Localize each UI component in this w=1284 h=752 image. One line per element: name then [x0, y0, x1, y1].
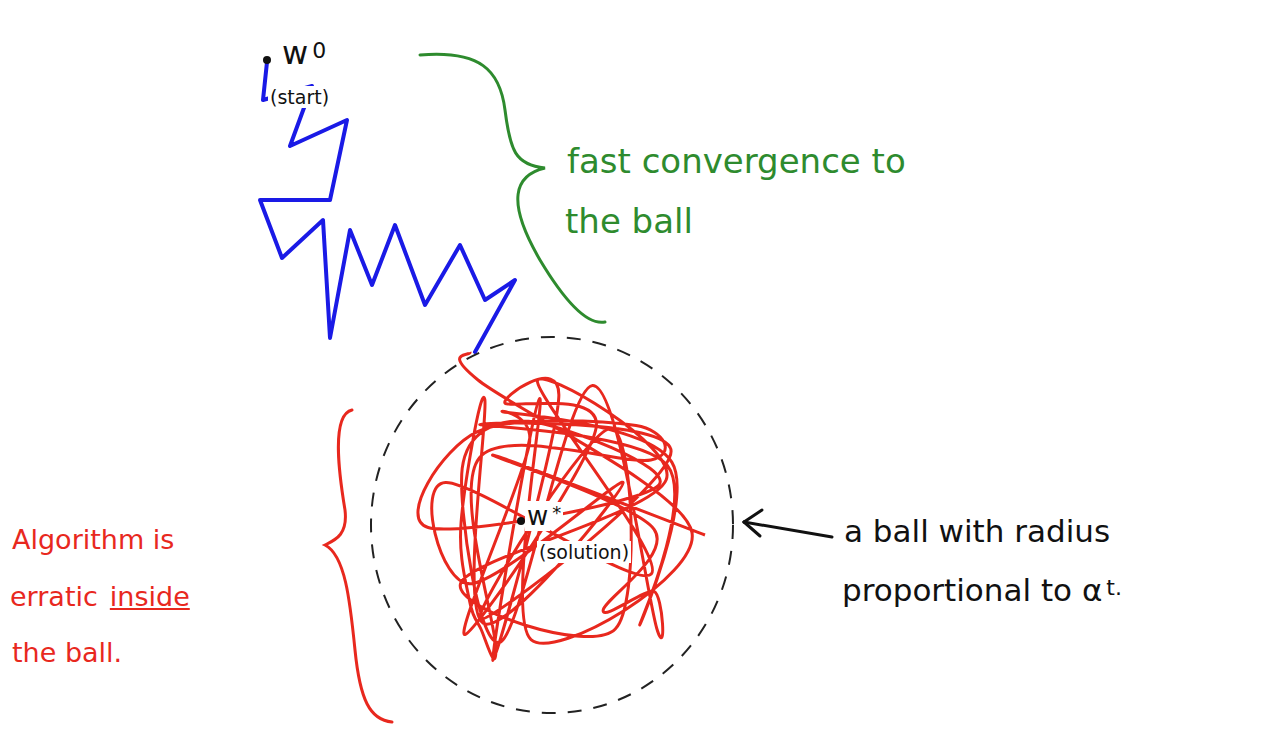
node-label: * — [550, 502, 563, 523]
ball-outline — [369, 335, 735, 715]
note-label: t. — [1104, 575, 1124, 600]
note-label: 0 — [310, 38, 328, 63]
label-group: Algorithm is erraticinsidethe ball. — [10, 512, 260, 682]
label-group: a ball with radius proportional to αt. — [842, 502, 1222, 620]
node-text-line: (solution) — [537, 541, 631, 563]
label-group: w0 — [280, 34, 328, 72]
ball-region: w* (solution) — [369, 335, 735, 715]
note-label: a ball with radius proportional to α — [842, 513, 1110, 608]
note-label: inside — [108, 581, 192, 612]
label-group: (start) — [268, 86, 331, 109]
erratic-path — [418, 352, 705, 661]
node-text-line: w* — [525, 501, 563, 531]
green-brace — [420, 54, 605, 322]
leader-arrow — [744, 510, 832, 537]
node-label: w — [525, 501, 550, 531]
start-path — [260, 62, 515, 352]
note-label: (start) — [268, 86, 331, 108]
note-label: the ball. — [10, 625, 124, 682]
note-label: fast convergence to the ball — [565, 141, 906, 241]
solution-dot — [517, 517, 525, 525]
label-group: fast convergence to the ball — [565, 132, 935, 251]
red-brace — [325, 410, 392, 722]
note-label: w — [280, 34, 310, 72]
start-dot — [263, 56, 271, 64]
node-label: (solution) — [537, 541, 631, 563]
